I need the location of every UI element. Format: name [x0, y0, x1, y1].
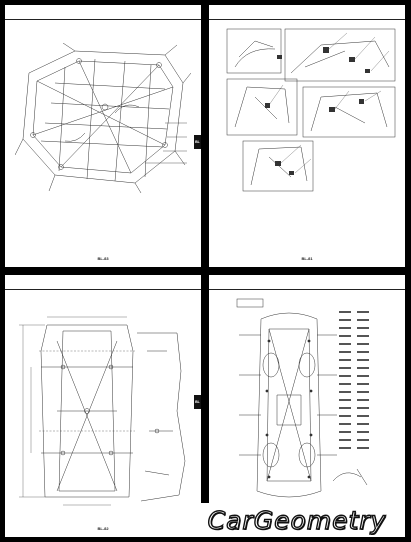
page-number: BL-82 — [97, 526, 109, 531]
section-tab: BL — [194, 395, 201, 409]
manual-page-3: BL BL-82 — [5, 275, 201, 537]
measurement-point-details-drawing — [226, 28, 396, 192]
manual-page-4: BL-85 — [209, 275, 405, 537]
page-header — [209, 275, 405, 290]
page-header — [5, 275, 201, 290]
section-tab: BL — [194, 135, 201, 149]
underbody-points-drawing — [236, 298, 369, 498]
page-header — [209, 5, 405, 20]
page-number: BL-81 — [301, 256, 313, 261]
manual-page-1: BL BL-83 — [5, 5, 201, 267]
underbody-dimension-plan-drawing — [19, 316, 186, 506]
cargeometry-logo: CarGeometry — [190, 503, 404, 537]
manual-page-2: BL-81 — [209, 5, 405, 267]
logo-text: CarGeometry — [207, 505, 387, 535]
page-header — [5, 5, 201, 20]
page-number: BL-83 — [97, 256, 109, 261]
underbody-frame-isometric-drawing — [15, 43, 191, 193]
